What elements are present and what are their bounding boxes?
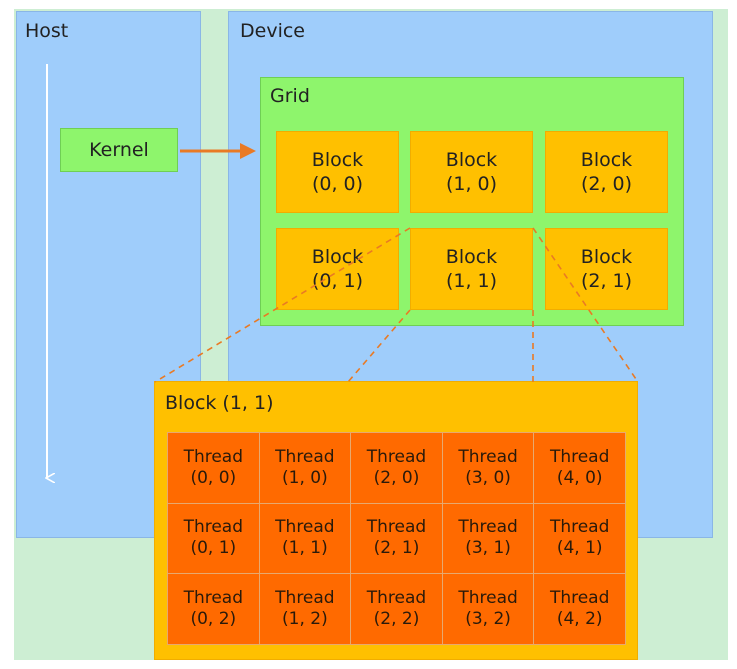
thread-index: (0, 1) — [190, 538, 237, 559]
thread-cell: Thread(1, 0) — [259, 433, 351, 503]
block-detail-title: Block (1, 1) — [165, 392, 274, 414]
block-label: Block — [445, 246, 498, 268]
thread-cell: Thread(1, 2) — [259, 574, 351, 644]
thread-cell: Thread(4, 1) — [534, 503, 625, 574]
thread-index: (1, 0) — [282, 467, 328, 488]
thread-index: (2, 1) — [373, 538, 420, 559]
block-label: Block — [580, 246, 633, 268]
thread-label: Thread — [549, 446, 610, 467]
thread-index: (3, 1) — [465, 538, 511, 559]
thread-cell: Thread(2, 0) — [351, 433, 442, 503]
connector-line — [154, 227, 411, 383]
thread-cell: Thread(0, 0) — [168, 433, 259, 503]
thread-grid: Thread(0, 0) Thread(1, 0) Thread(2, 0) T… — [167, 432, 626, 645]
thread-cell: Thread(3, 1) — [442, 503, 534, 574]
thread-cell: Thread(1, 1) — [259, 503, 351, 574]
thread-label: Thread — [366, 517, 427, 538]
block-index: (2, 1) — [580, 270, 633, 292]
zoom-connector-lines — [154, 227, 639, 383]
thread-label: Thread — [275, 517, 335, 538]
thread-cell: Thread(0, 2) — [168, 574, 259, 644]
thread-label: Thread — [458, 517, 518, 538]
thread-index: (4, 0) — [556, 467, 603, 488]
kernel-box: Kernel — [60, 128, 178, 172]
block-label: Block — [311, 246, 364, 268]
connector-line — [347, 309, 411, 383]
thread-label: Thread — [549, 588, 610, 609]
thread-index: (1, 2) — [282, 609, 328, 630]
block-index: (1, 1) — [445, 270, 498, 292]
thread-index: (3, 0) — [465, 467, 511, 488]
host-title: Host — [25, 20, 69, 42]
block-label: Block — [445, 149, 498, 171]
thread-cell: Thread(3, 2) — [442, 574, 534, 644]
thread-index: (3, 2) — [465, 609, 511, 630]
block-index: (0, 1) — [311, 270, 364, 292]
block-index: (1, 0) — [445, 173, 498, 195]
thread-index: (4, 1) — [556, 538, 603, 559]
thread-cell: Thread(2, 1) — [351, 503, 442, 574]
thread-cell: Thread(4, 2) — [534, 574, 625, 644]
connector-line — [532, 227, 639, 383]
thread-label: Thread — [183, 517, 244, 538]
kernel-label: Kernel — [89, 139, 149, 161]
thread-index: (4, 2) — [556, 609, 603, 630]
block-label: Block — [580, 149, 633, 171]
thread-label: Thread — [366, 588, 427, 609]
thread-cell: Thread(4, 0) — [534, 433, 625, 503]
thread-cell: Thread(0, 1) — [168, 503, 259, 574]
thread-index: (2, 2) — [373, 609, 420, 630]
thread-label: Thread — [183, 446, 244, 467]
thread-label: Thread — [458, 446, 518, 467]
thread-index: (0, 0) — [190, 467, 237, 488]
grid-block: Block (0, 0) — [276, 131, 399, 213]
thread-index: (2, 0) — [373, 467, 420, 488]
device-title: Device — [240, 20, 305, 42]
grid-block: Block (2, 0) — [545, 131, 668, 213]
thread-label: Thread — [458, 588, 518, 609]
kernel-launch-arrow-icon — [180, 143, 256, 159]
grid-title: Grid — [270, 85, 310, 107]
thread-index: (1, 1) — [282, 538, 328, 559]
thread-label: Thread — [366, 446, 427, 467]
thread-label: Thread — [275, 446, 335, 467]
grid-block: Block (1, 0) — [410, 131, 533, 213]
thread-label: Thread — [183, 588, 244, 609]
grid-block: Block (2, 1) — [545, 228, 668, 310]
thread-label: Thread — [275, 588, 335, 609]
block-label: Block — [311, 149, 364, 171]
grid-block-highlighted: Block (1, 1) — [410, 228, 533, 310]
thread-cell: Thread(2, 2) — [351, 574, 442, 644]
thread-cell: Thread(3, 0) — [442, 433, 534, 503]
thread-label: Thread — [549, 517, 610, 538]
block-index: (2, 0) — [580, 173, 633, 195]
block-index: (0, 0) — [311, 173, 364, 195]
thread-index: (0, 2) — [190, 609, 237, 630]
